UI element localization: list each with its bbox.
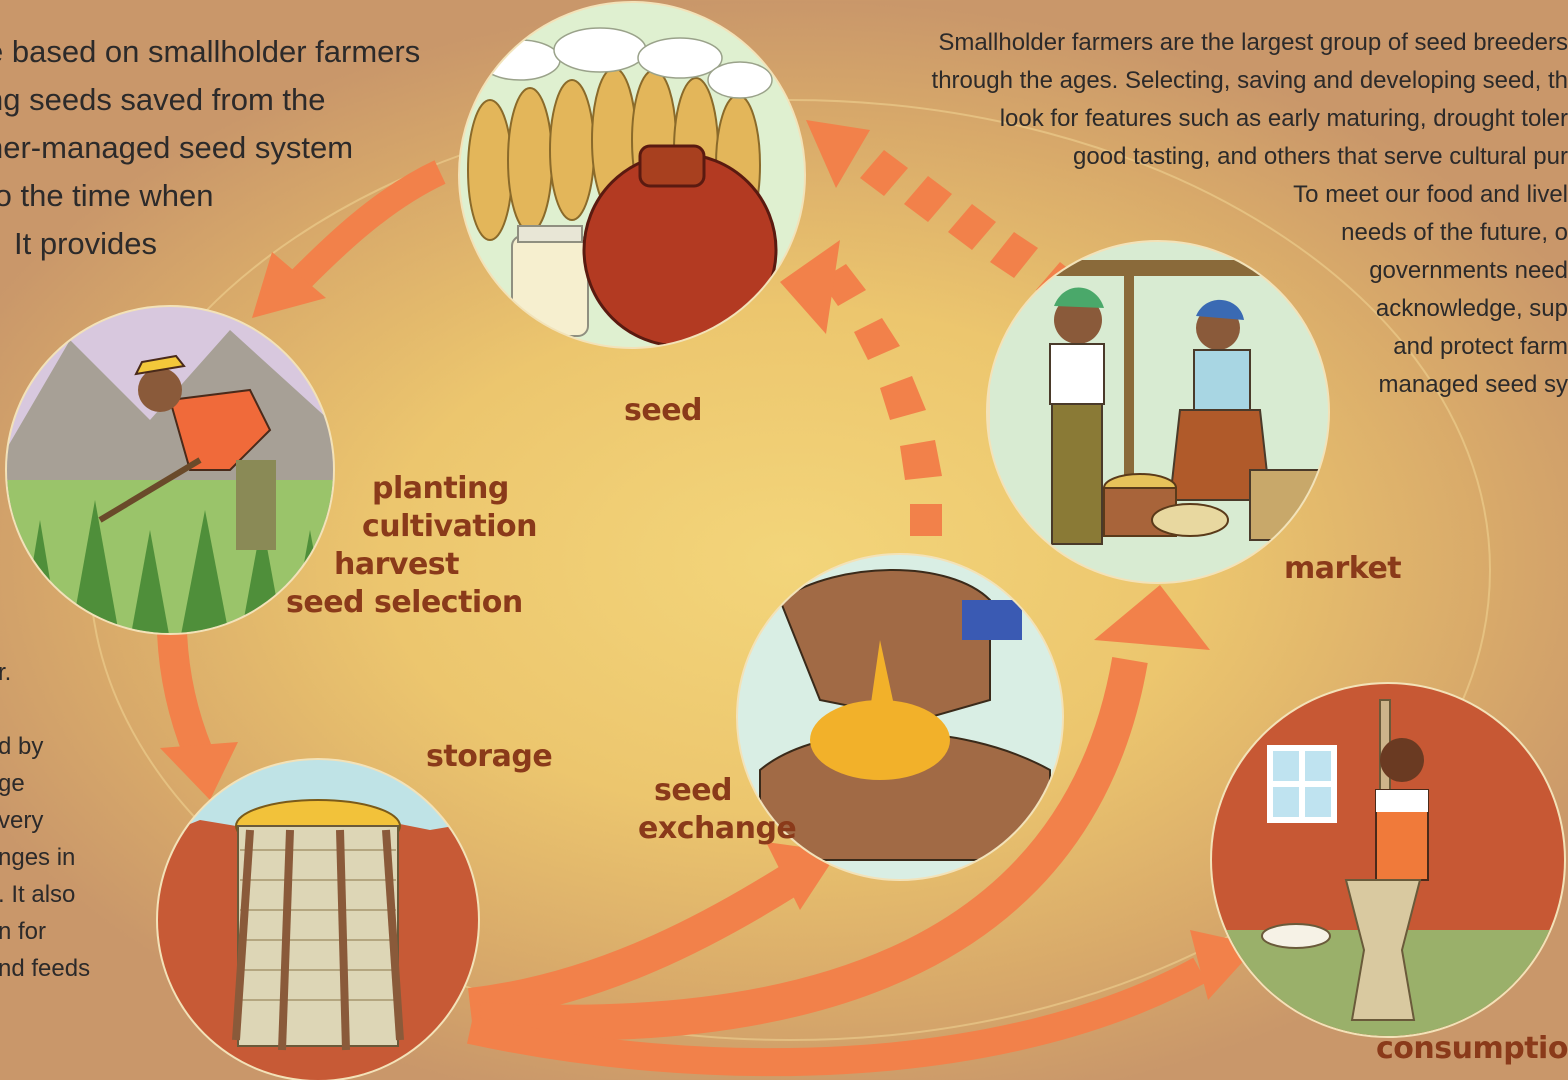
side-line: r. [0,659,12,686]
arrow-exchange-to-seed-head [780,240,840,334]
consumption-illustration [1210,682,1566,1038]
breeders-line: look for features such as early maturing… [999,105,1568,132]
arrow-seed-to-planting [290,160,446,290]
intro-line: It provides [14,226,158,261]
side-paragraph: r. d by ge very nges in . It also n for … [0,654,90,987]
seed-illustration [458,1,806,349]
arrow-planting-to-storage-head [160,742,238,800]
breeders-line: To meet our food and livel [1293,181,1568,208]
breeders-line: Smallholder farmers are the largest grou… [938,29,1568,56]
side-line: . It also [0,881,76,908]
label-storage: storage [426,739,553,774]
breeders-line: governments need [1369,257,1568,284]
side-line: n for [0,918,47,945]
label-seed: seed [624,393,703,428]
arrow-market-to-seed-head [806,120,870,188]
breeders-line: and protect farm [1393,333,1568,360]
arrow-storage-to-market-head [1094,585,1210,650]
intro-line: ner-managed seed system [0,130,354,165]
label-exchange-2: exchange [638,811,797,846]
side-line: nges in [0,844,76,871]
exchange-illustration [736,553,1064,881]
arrow-storage-to-consumption [467,957,1207,1077]
arrow-storage-to-market [478,656,1148,1041]
label-exchange-1: seed [654,773,733,808]
planting-illustration [5,305,335,635]
intro-paragraph: e based on smallholder farmers ng seeds … [0,28,420,268]
arrow-planting-to-storage [157,631,212,758]
intro-line: to the time when [0,178,214,213]
side-line [0,691,90,728]
breeders-line: good tasting, and others that serve cult… [1073,143,1568,170]
label-seed-selection: seed selection [286,585,523,620]
label-planting-group: planting cultivation harvest seed select… [286,472,537,624]
label-consumption: consumption [1376,1031,1568,1066]
label-cultivation: cultivation [362,509,537,544]
arrow-storage-to-exchange [468,865,800,1022]
label-planting: planting [372,471,509,506]
label-market: market [1284,551,1402,586]
side-line: nd feeds [0,955,91,982]
intro-line: ng seeds saved from the [0,82,326,117]
label-exchange-group: seed exchange [638,773,797,850]
arrow-seed-to-planting-head [252,252,326,318]
side-line: d by [0,733,44,760]
label-harvest: harvest [334,547,459,582]
side-line: very [0,807,44,834]
cycle-arrows [157,120,1258,1077]
side-line: ge [0,770,25,797]
market-illustration [986,240,1330,584]
breeders-line: through the ages. Selecting, saving and … [931,67,1568,94]
breeders-line: managed seed sy [1378,371,1568,398]
breeders-line: needs of the future, o [1341,219,1568,246]
breeders-line: acknowledge, sup [1375,295,1568,322]
intro-line: e based on smallholder farmers [0,34,421,69]
arrow-exchange-to-seed [780,240,942,536]
breeders-paragraph: Smallholder farmers are the largest grou… [932,24,1568,404]
storage-illustration [156,758,480,1080]
